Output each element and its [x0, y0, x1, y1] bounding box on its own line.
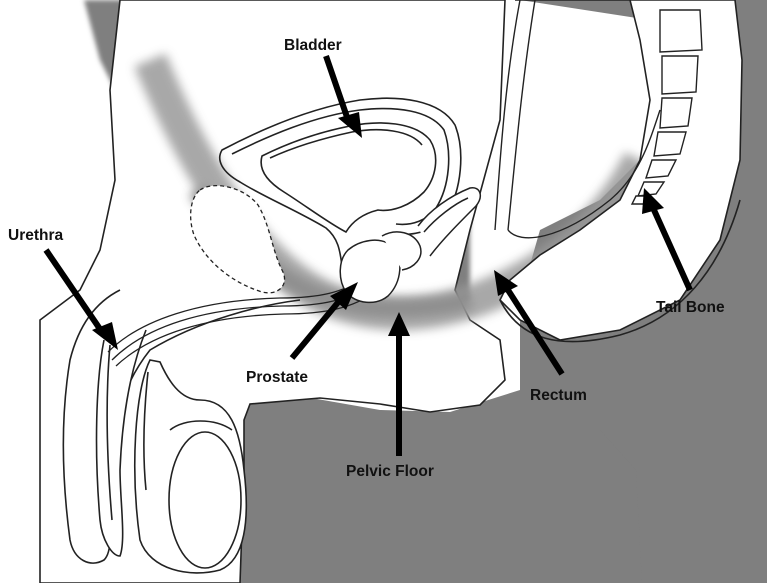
urethra-label: Urethra: [8, 227, 64, 244]
bladder-label: Bladder: [284, 37, 342, 54]
rectum-label: Rectum: [530, 387, 587, 404]
pelvic-floor-label: Pelvic Floor: [346, 463, 434, 480]
prostate-label: Prostate: [246, 369, 308, 386]
tail-bone-label: Tail Bone: [656, 299, 725, 316]
